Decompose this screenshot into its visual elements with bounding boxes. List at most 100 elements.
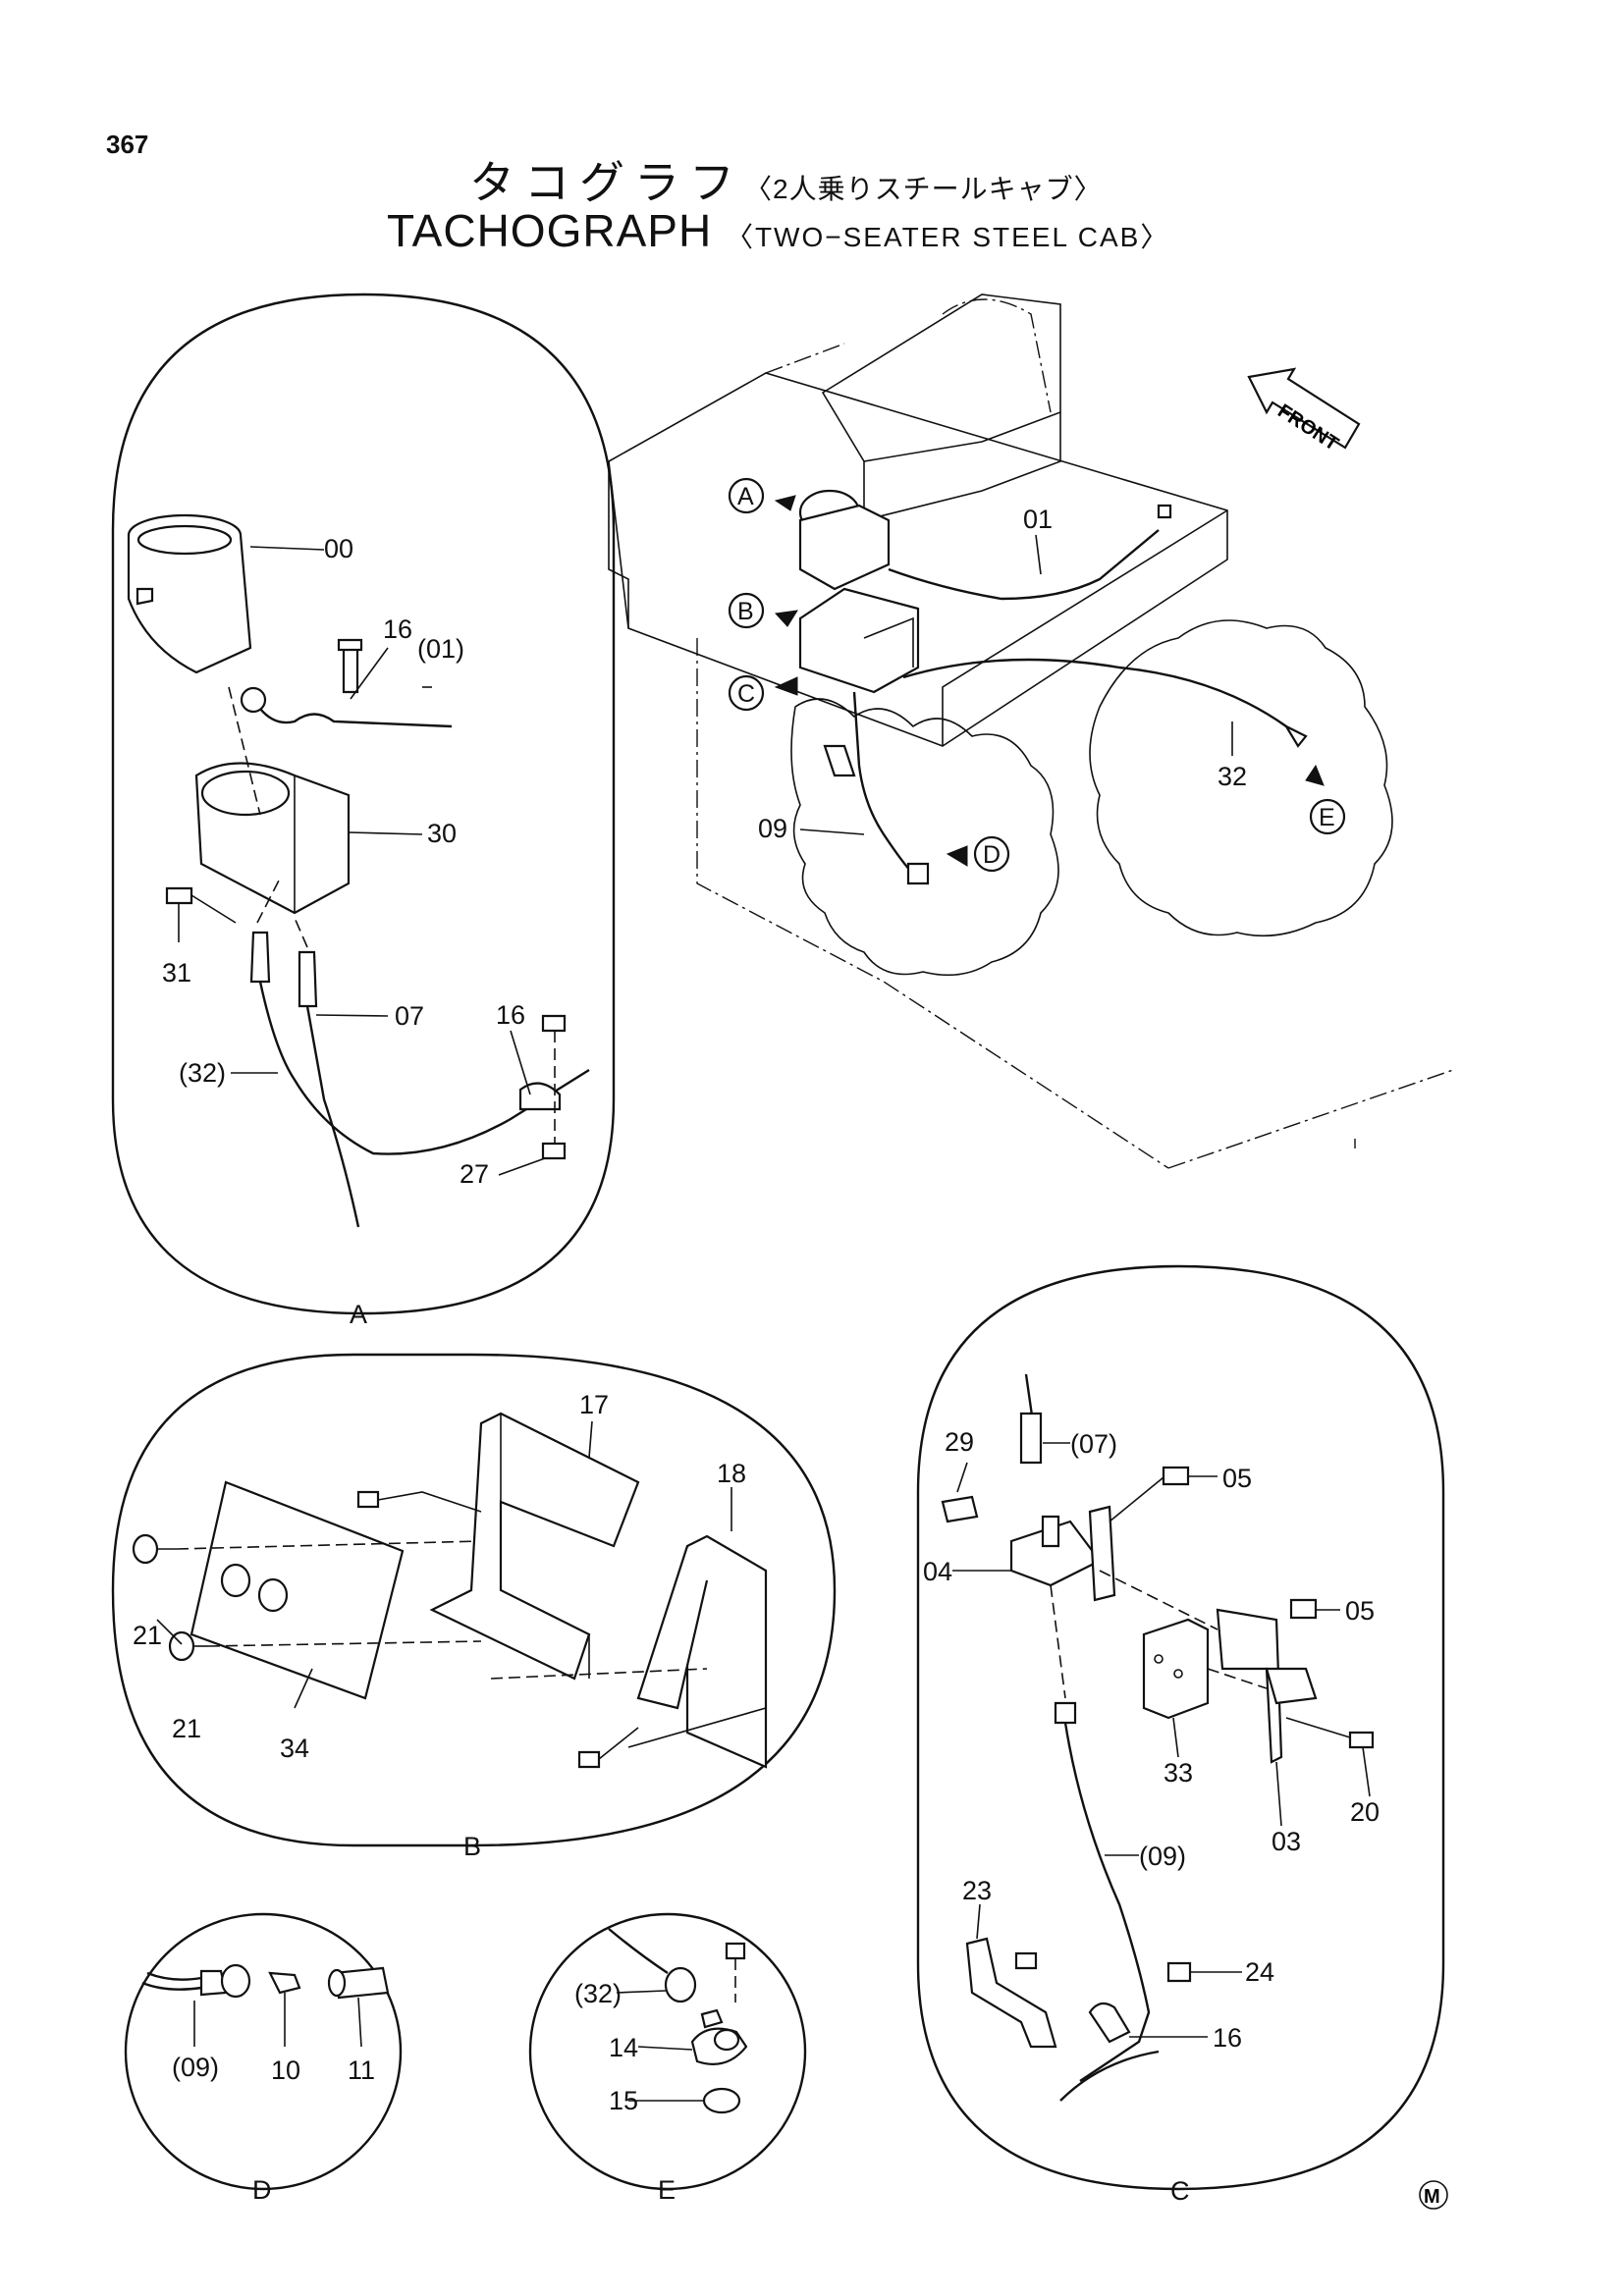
cable-09-c bbox=[1063, 1722, 1151, 2082]
cable-09 bbox=[852, 691, 914, 875]
callout-e-text: E bbox=[1319, 804, 1335, 831]
label-b-18: 18 bbox=[717, 1459, 746, 1488]
main-assembly-view bbox=[608, 294, 1454, 1169]
title-jp-sub: 〈2人乗りスチールキャブ〉 bbox=[744, 174, 1103, 204]
part-15 bbox=[702, 2087, 741, 2114]
label-e-32: (32) bbox=[574, 1979, 622, 2008]
detail-e-labels: (32) 14 15 E bbox=[574, 1979, 676, 2205]
label-b-34: 34 bbox=[280, 1734, 309, 1763]
detail-c-labels: 29 (07) 05 04 05 33 03 20 (09) 23 24 16 … bbox=[923, 1427, 1380, 2206]
detail-a-labels: 00 16 (01) 30 31 07 (32) 16 27 A bbox=[162, 534, 525, 1329]
detail-c bbox=[916, 1264, 1445, 2191]
detail-e-title: E bbox=[658, 2175, 676, 2205]
title-jp-main: タコグラフ bbox=[469, 157, 744, 208]
callout-b-text: B bbox=[737, 598, 754, 625]
cable-32-detail bbox=[258, 981, 590, 1155]
plate-34 bbox=[189, 1480, 405, 1700]
title-english: TACHOGRAPH 〈TWO−SEATER STEEL CAB〉 bbox=[387, 204, 1169, 257]
seat-platform bbox=[608, 372, 1228, 747]
bracket-18 bbox=[685, 1534, 768, 1769]
chassis-dashdot bbox=[696, 638, 1169, 1169]
detail-c-frame bbox=[916, 1264, 1445, 2191]
label-d-10: 10 bbox=[271, 2056, 300, 2085]
label-c-23: 23 bbox=[962, 1876, 992, 1905]
front-arrow bbox=[1247, 367, 1361, 450]
engine-left bbox=[790, 698, 1059, 977]
bracket-body bbox=[798, 587, 920, 694]
page-number: 367 bbox=[106, 130, 149, 159]
label-b-17: 17 bbox=[579, 1390, 609, 1419]
label-c-20: 20 bbox=[1350, 1797, 1380, 1827]
tachograph-body bbox=[798, 504, 891, 591]
label-c-24: 24 bbox=[1245, 1957, 1274, 1987]
tachograph-00 bbox=[127, 534, 252, 674]
m-logo: M bbox=[1419, 2180, 1448, 2210]
label-b-21a: 21 bbox=[133, 1621, 162, 1650]
label-a-31: 31 bbox=[162, 958, 191, 988]
detail-b bbox=[111, 1353, 837, 1847]
label-a-27: 27 bbox=[460, 1159, 489, 1189]
callout-a-circle bbox=[728, 477, 765, 514]
callout-b-circle bbox=[728, 592, 765, 629]
cable-07-detail bbox=[305, 1005, 360, 1228]
platform-front bbox=[942, 509, 1228, 746]
label-a-30: 30 bbox=[427, 819, 457, 848]
callout-e-circle bbox=[1309, 798, 1346, 835]
seat-back-dashed bbox=[942, 298, 1052, 413]
engine-right bbox=[1089, 619, 1393, 937]
label-e-14: 14 bbox=[609, 2033, 638, 2062]
cable-32 bbox=[902, 658, 1287, 727]
callout-c-text: C bbox=[737, 680, 755, 708]
label-c-03: 03 bbox=[1272, 1827, 1301, 1856]
bracket-23 bbox=[965, 1937, 1057, 2049]
part-32-e bbox=[664, 1966, 697, 2003]
detail-d bbox=[124, 1912, 403, 2191]
label-a-16: 16 bbox=[383, 614, 412, 644]
detail-d-labels: (09) 10 11 D bbox=[172, 2053, 375, 2205]
label-01: 01 bbox=[1023, 505, 1053, 534]
part-09-d bbox=[220, 1963, 251, 1999]
label-a-32: (32) bbox=[179, 1058, 226, 1088]
callout-d-text: D bbox=[983, 841, 1001, 869]
label-32: 32 bbox=[1218, 762, 1247, 791]
harness-01-detail bbox=[259, 708, 453, 728]
detail-a-frame bbox=[111, 293, 616, 1315]
label-c-29: 29 bbox=[945, 1427, 974, 1457]
detail-e bbox=[528, 1912, 807, 2191]
label-c-16: 16 bbox=[1213, 2023, 1242, 2053]
label-a-16b: 16 bbox=[496, 1000, 525, 1030]
callout-c-circle bbox=[728, 674, 765, 712]
label-a-01: (01) bbox=[417, 634, 464, 664]
label-c-33: 33 bbox=[1164, 1758, 1193, 1788]
callout-d-circle bbox=[973, 835, 1010, 873]
detail-b-labels: 17 18 21 21 34 B bbox=[133, 1390, 746, 1861]
harness-01 bbox=[888, 529, 1160, 601]
detail-d-title: D bbox=[252, 2175, 272, 2205]
part-10 bbox=[268, 1971, 301, 1995]
label-b-21b: 21 bbox=[172, 1714, 201, 1743]
label-c-07: (07) bbox=[1070, 1429, 1117, 1459]
label-e-15: 15 bbox=[609, 2086, 638, 2115]
title-japanese: タコグラフ〈2人乗りスチールキャブ〉 bbox=[469, 147, 1103, 212]
detail-a-title: A bbox=[350, 1300, 367, 1329]
seat-outline bbox=[821, 294, 1061, 462]
detail-e-frame bbox=[528, 1912, 807, 2191]
label-d-11: 11 bbox=[348, 2056, 375, 2085]
part-29 bbox=[941, 1495, 979, 1523]
detail-c-title: C bbox=[1170, 2176, 1190, 2206]
label-a-00: 00 bbox=[324, 534, 353, 563]
bracket-33 bbox=[1142, 1618, 1210, 1720]
bracket-17 bbox=[429, 1412, 640, 1681]
label-c-04: 04 bbox=[923, 1557, 952, 1586]
label-09: 09 bbox=[758, 814, 787, 843]
label-c-05a: 05 bbox=[1222, 1464, 1252, 1493]
callout-a-text: A bbox=[737, 483, 754, 510]
detail-a bbox=[111, 293, 616, 1315]
m-logo-text: M bbox=[1424, 2186, 1440, 2208]
label-a-07: 07 bbox=[395, 1001, 424, 1031]
label-c-09: (09) bbox=[1139, 1842, 1186, 1871]
sensor-04 bbox=[1009, 1520, 1102, 1587]
detail-b-frame bbox=[111, 1353, 837, 1847]
title-en-sub: 〈TWO−SEATER STEEL CAB〉 bbox=[725, 222, 1170, 252]
